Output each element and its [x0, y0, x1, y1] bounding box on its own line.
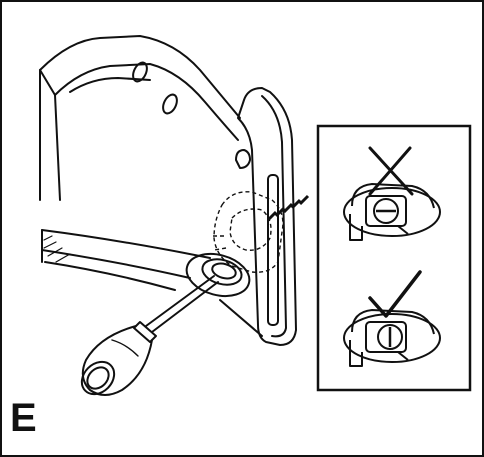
alignment-marker	[266, 194, 310, 222]
screw-hole	[185, 252, 251, 298]
check-mark-icon	[368, 270, 422, 318]
hidden-part-outline	[212, 191, 284, 273]
step-label: E	[10, 396, 37, 440]
appliance-body	[39, 35, 241, 291]
correct-orientation	[343, 270, 441, 367]
side-panel	[219, 87, 297, 346]
orientation-inset	[316, 124, 472, 392]
screwdriver-icon	[80, 275, 219, 396]
inset-border	[316, 124, 472, 392]
wrong-orientation	[343, 146, 441, 241]
